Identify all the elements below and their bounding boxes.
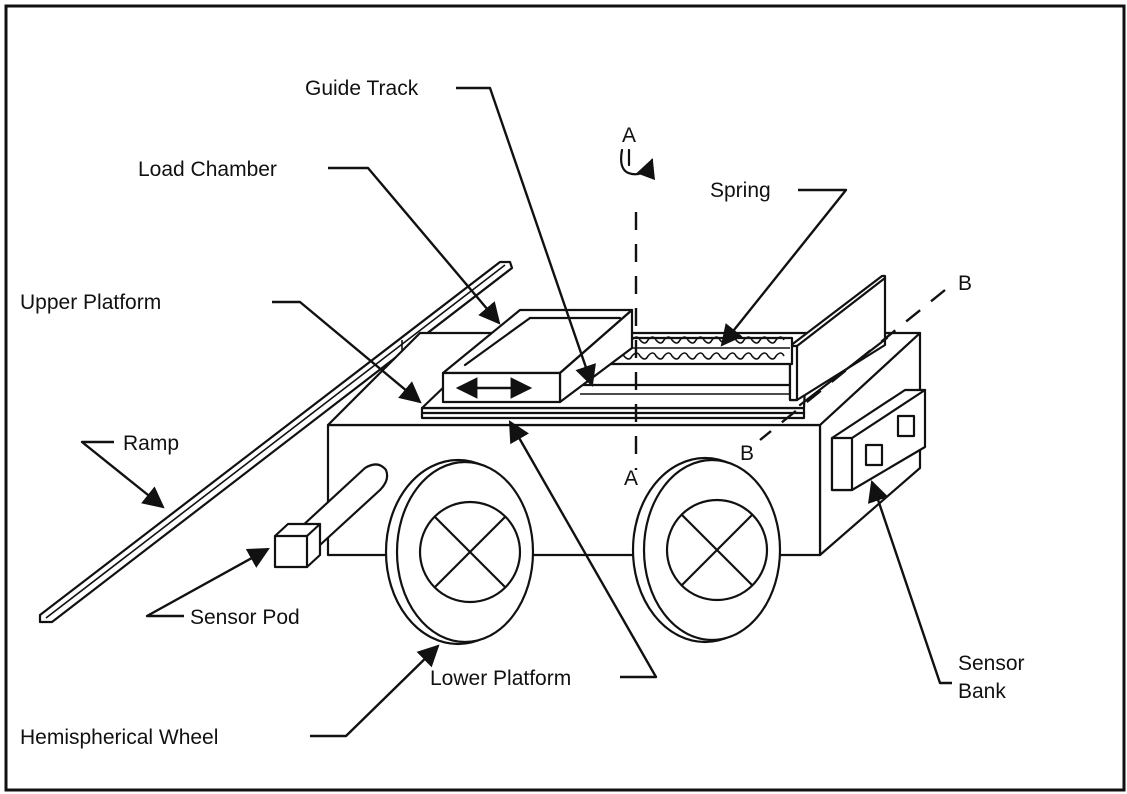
wheel-left <box>384 458 535 646</box>
label-spring: Spring <box>710 179 771 202</box>
label-sensor-pod: Sensor Pod <box>190 606 300 629</box>
label-load-chamber: Load Chamber <box>138 158 277 181</box>
label-upper-platform: Upper Platform <box>20 291 161 314</box>
label-guide-track: Guide Track <box>305 77 419 100</box>
label-lower-platform: Lower Platform <box>430 667 571 690</box>
label-axis-b-bottom: B <box>740 442 754 465</box>
figure-frame <box>4 4 1126 792</box>
sensor-bank <box>830 388 927 492</box>
label-axis-a-top: A <box>622 124 636 147</box>
axis-a <box>620 148 656 470</box>
label-sensor-bank-line2: Bank <box>958 680 1006 703</box>
label-ramp: Ramp <box>123 432 179 455</box>
label-hemispherical-wheel: Hemispherical Wheel <box>20 726 218 749</box>
wheel-right <box>631 456 782 644</box>
label-axis-a-bottom: A <box>624 467 638 490</box>
label-axis-b-top: B <box>958 272 972 295</box>
leader-lines <box>80 86 952 738</box>
sensor-pod <box>273 463 389 569</box>
label-sensor-bank-line1: Sensor <box>958 652 1025 675</box>
axis-b <box>759 289 946 441</box>
